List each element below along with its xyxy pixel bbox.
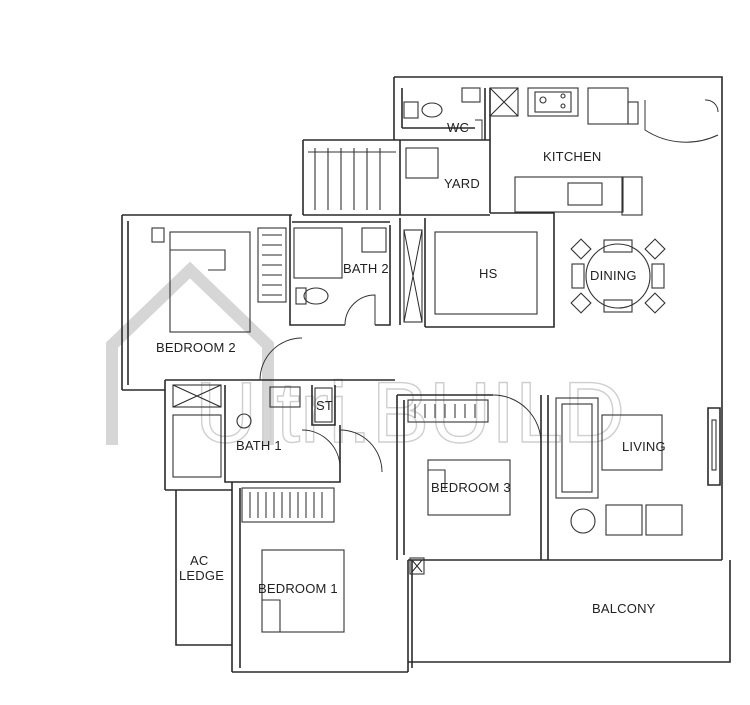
label-living: LIVING	[622, 439, 666, 454]
doors	[259, 99, 719, 473]
internal-walls	[165, 88, 721, 560]
label-bedroom-1: BEDROOM 1	[258, 581, 338, 596]
label-bath-1: BATH 1	[236, 438, 282, 453]
fixtures	[151, 87, 717, 633]
label-bedroom-2: BEDROOM 2	[156, 340, 236, 355]
exterior-walls	[121, 76, 731, 673]
label-balcony: BALCONY	[592, 601, 656, 616]
label-wc: WC	[447, 120, 469, 135]
room-labels: WC KITCHEN YARD BATH 2 HS DINING BEDROOM…	[156, 120, 666, 616]
label-ac-ledge-line1: AC	[190, 553, 208, 568]
label-dining: DINING	[590, 268, 637, 283]
label-bedroom-3: BEDROOM 3	[431, 480, 511, 495]
label-kitchen: KITCHEN	[543, 149, 601, 164]
label-st: ST	[316, 398, 333, 413]
label-ac-ledge-line2: LEDGE	[179, 568, 224, 583]
label-hs: HS	[479, 266, 498, 281]
label-yard: YARD	[444, 176, 480, 191]
dining-table	[570, 238, 666, 314]
label-bath-2: BATH 2	[343, 261, 389, 276]
